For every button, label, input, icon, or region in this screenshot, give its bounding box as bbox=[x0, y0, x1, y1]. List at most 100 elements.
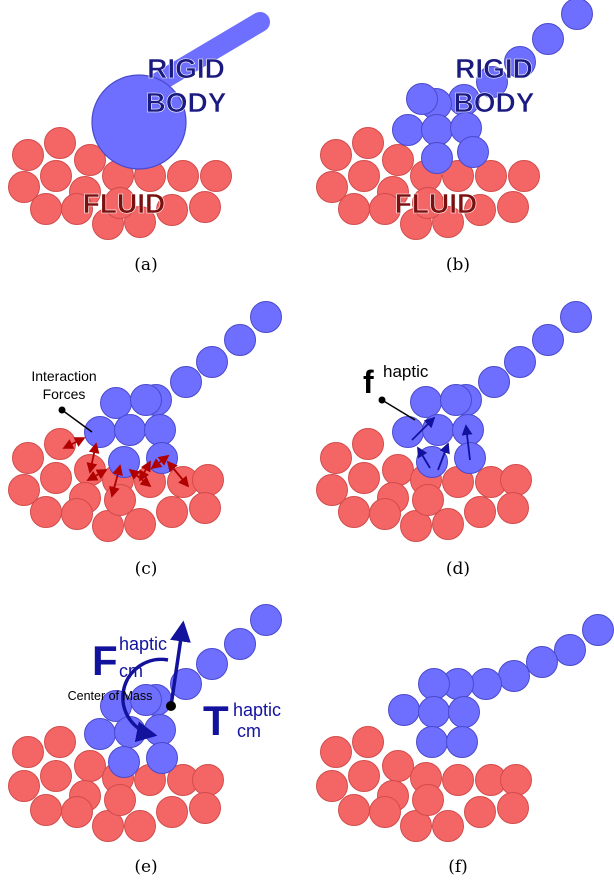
fluid-particle bbox=[432, 810, 464, 842]
fluid-particle bbox=[508, 160, 540, 192]
fluid-particle bbox=[320, 139, 352, 171]
fluid-particle bbox=[338, 496, 370, 528]
torque-superscript: haptic bbox=[233, 700, 281, 720]
rigid-particle bbox=[144, 714, 176, 746]
fluid-particle bbox=[156, 496, 188, 528]
caption-f: (f) bbox=[448, 857, 468, 877]
fluid-particle bbox=[432, 508, 464, 540]
force-superscript: haptic bbox=[119, 634, 167, 654]
fluid-particle bbox=[189, 792, 221, 824]
fluid-particle bbox=[44, 127, 76, 159]
annotation-leader bbox=[61, 409, 93, 433]
fluid-particle bbox=[348, 462, 380, 494]
panel-e: Center of Mass F haptic cm T haptic cm (… bbox=[8, 604, 282, 877]
rigid-particle bbox=[457, 136, 489, 168]
fluid-particle bbox=[412, 484, 444, 516]
rigid-particle bbox=[144, 414, 176, 446]
rigid-particle bbox=[406, 83, 438, 115]
rigid-sphere bbox=[91, 74, 187, 170]
fluid-particle bbox=[497, 792, 529, 824]
fluid-particle bbox=[497, 492, 529, 524]
panel-a: RIGID BODY FLUID (a) bbox=[8, 12, 270, 275]
fluid-particle bbox=[40, 160, 72, 192]
fluid-particle bbox=[30, 496, 62, 528]
rigid-particle bbox=[410, 386, 442, 418]
rigid-particle bbox=[478, 366, 510, 398]
rigid-particle bbox=[100, 387, 132, 419]
force-arrow bbox=[166, 460, 190, 488]
annotation-dot bbox=[58, 406, 66, 414]
rigid-body-a bbox=[91, 12, 270, 170]
fluid-particle bbox=[8, 474, 40, 506]
force-arrow bbox=[437, 442, 450, 471]
fluid-particle bbox=[74, 750, 106, 782]
rigid-particle bbox=[196, 648, 228, 680]
fluid-particle bbox=[352, 726, 384, 758]
fluid-particle bbox=[61, 193, 93, 225]
center-of-mass-dot bbox=[166, 701, 176, 711]
fluid-label: FLUID bbox=[83, 188, 165, 219]
rigid-particle bbox=[108, 746, 140, 778]
fluid-particle bbox=[124, 810, 156, 842]
fluid-particle bbox=[320, 442, 352, 474]
force-subscript: cm bbox=[119, 661, 143, 681]
caption-c: (c) bbox=[135, 559, 158, 579]
rigid-particle bbox=[130, 384, 162, 416]
rigid-particle bbox=[561, 0, 593, 30]
rigid-particle bbox=[504, 346, 536, 378]
rigid-particle bbox=[388, 694, 420, 726]
panel-f: (f) bbox=[316, 614, 614, 877]
rigid-particle bbox=[224, 628, 256, 660]
rigid-label-line1: RIGID bbox=[455, 53, 533, 84]
fluid-particle bbox=[500, 764, 532, 796]
rigid-particle bbox=[440, 384, 472, 416]
rigid-particles-d bbox=[392, 301, 592, 478]
fluid-particle bbox=[192, 764, 224, 796]
fluid-label: FLUID bbox=[395, 188, 477, 219]
rigid-particle bbox=[146, 742, 178, 774]
fluid-particle bbox=[352, 127, 384, 159]
rigid-particle bbox=[446, 726, 478, 758]
annotation-dot bbox=[378, 396, 386, 404]
rigid-particle bbox=[418, 668, 450, 700]
rigid-particles-b bbox=[392, 0, 593, 174]
fluid-particles-b bbox=[316, 127, 540, 240]
fluid-particle bbox=[432, 206, 464, 238]
rigid-particles-f bbox=[388, 614, 614, 758]
fluid-particle bbox=[61, 796, 93, 828]
rigid-particle bbox=[416, 726, 448, 758]
fluid-particle bbox=[316, 171, 348, 203]
force-arrow bbox=[461, 424, 473, 461]
com-label: Center of Mass bbox=[68, 689, 153, 703]
rigid-particle bbox=[170, 366, 202, 398]
fluid-particle bbox=[475, 160, 507, 192]
fluid-particle bbox=[369, 796, 401, 828]
rigid-particle bbox=[196, 346, 228, 378]
rigid-particle bbox=[526, 646, 558, 678]
fluid-particle bbox=[189, 492, 221, 524]
rigid-particle bbox=[476, 66, 508, 98]
fluid-particle bbox=[61, 498, 93, 530]
fluid-particle bbox=[167, 160, 199, 192]
annotation-line1: Interaction bbox=[31, 368, 96, 384]
force-arrow bbox=[139, 460, 151, 482]
torque-symbol: T bbox=[203, 697, 229, 744]
fluid-particle bbox=[320, 736, 352, 768]
fluid-particle bbox=[189, 191, 221, 223]
annotation-leader bbox=[381, 399, 416, 421]
force-symbol: f bbox=[363, 364, 374, 400]
rigid-particle bbox=[250, 604, 282, 636]
fluid-particle bbox=[352, 428, 384, 460]
rigid-particle bbox=[532, 23, 564, 55]
rigid-particle bbox=[448, 696, 480, 728]
fluid-particle bbox=[12, 736, 44, 768]
fluid-particle bbox=[8, 770, 40, 802]
rigid-particle bbox=[421, 114, 453, 146]
rigid-particle bbox=[418, 696, 450, 728]
fluid-particle bbox=[30, 794, 62, 826]
panel-b: RIGID BODY FLUID (b) bbox=[316, 0, 593, 275]
force-superscript: haptic bbox=[383, 362, 429, 381]
force-arrow bbox=[150, 454, 170, 470]
panel-c: Interaction Forces (c) bbox=[8, 301, 282, 579]
force-arrow bbox=[417, 446, 431, 469]
